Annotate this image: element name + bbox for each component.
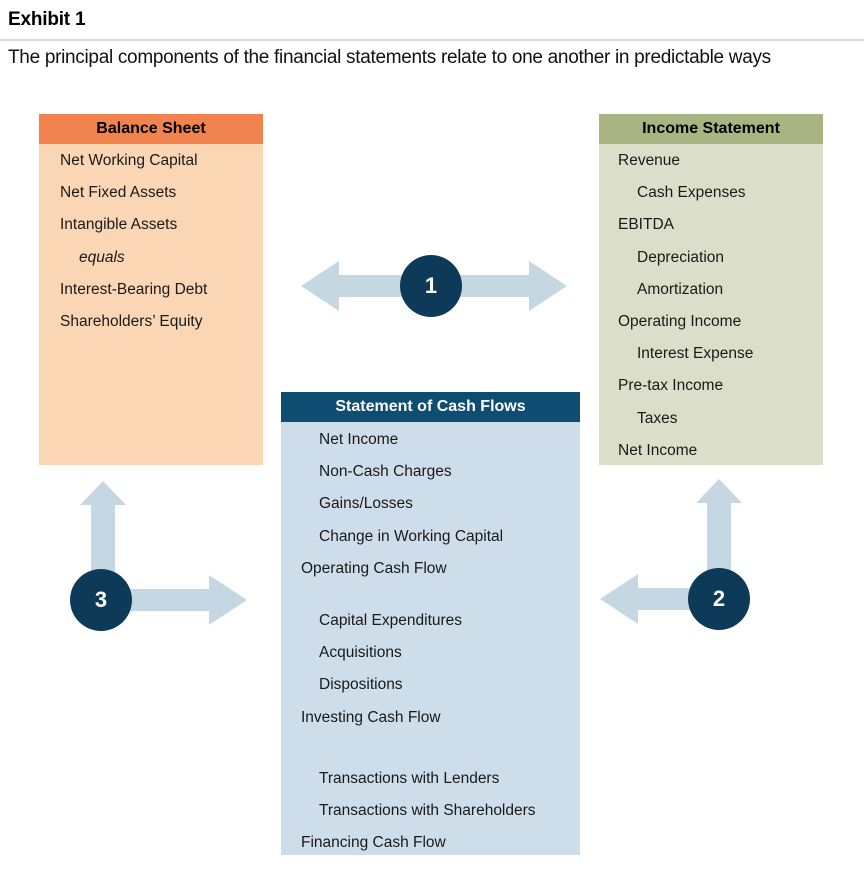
income-statement-title: Income Statement <box>599 114 823 144</box>
connector-2-badge: 2 <box>688 568 750 630</box>
cash-flow-item: Non-Cash Charges <box>319 463 452 481</box>
cash-flow-statement-title: Statement of Cash Flows <box>281 392 580 422</box>
cash-flow-subtotal-investing: Investing Cash Flow <box>301 708 441 726</box>
cash-flow-subtotal-financing: Financing Cash Flow <box>301 834 446 852</box>
connector-1-badge: 1 <box>400 255 462 317</box>
cash-flow-item: Acquisitions <box>319 644 402 662</box>
cash-flow-item: Net Income <box>319 431 399 448</box>
income-statement-item: Taxes <box>637 409 678 427</box>
balance-sheet-title: Balance Sheet <box>39 114 263 144</box>
income-statement-item: Operating Income <box>618 312 742 330</box>
balance-sheet-item: Net Working Capital <box>60 152 198 169</box>
balance-sheet-item: Intangible Assets <box>60 216 178 234</box>
balance-sheet-body: Net Working Capital Net Fixed Assets Int… <box>39 144 263 338</box>
balance-sheet-item: Net Fixed Assets <box>60 184 177 202</box>
cash-flow-statement-box: Statement of Cash Flows Net Income Non-C… <box>281 392 580 855</box>
cash-flow-item: Capital Expenditures <box>319 611 463 629</box>
cash-flow-subtotal-operating: Operating Cash Flow <box>301 559 447 577</box>
income-statement-body: Revenue Cash Expenses EBITDA Depreciatio… <box>599 144 823 467</box>
cash-flow-item: Dispositions <box>319 676 403 694</box>
header-divider <box>0 39 864 41</box>
balance-sheet-item: Shareholders’ Equity <box>60 312 203 330</box>
cash-flow-item: Transactions with Lenders <box>319 769 500 787</box>
connector-2-left-arrow <box>600 574 720 624</box>
connector-3-right-arrow <box>101 575 247 625</box>
cash-flow-item: Change in Working Capital <box>319 527 504 545</box>
balance-sheet-item-equals: equals <box>79 248 125 266</box>
balance-sheet-box: Balance Sheet Net Working Capital Net Fi… <box>39 114 263 465</box>
income-statement-item: Revenue <box>618 152 681 169</box>
income-statement-item: Net Income <box>618 441 698 459</box>
income-statement-item: Cash Expenses <box>637 184 746 202</box>
income-statement-box: Income Statement Revenue Cash Expenses E… <box>599 114 823 465</box>
exhibit-label: Exhibit 1 <box>8 9 86 30</box>
cash-flow-item: Gains/Losses <box>319 495 413 513</box>
connector-3-badge: 3 <box>70 569 132 631</box>
income-statement-item: Depreciation <box>637 248 725 266</box>
income-statement-item: EBITDA <box>618 216 674 234</box>
exhibit-subtitle: The principal components of the financia… <box>8 47 771 68</box>
balance-sheet-item: Interest-Bearing Debt <box>60 280 208 298</box>
income-statement-item: Amortization <box>637 280 724 298</box>
income-statement-item: Pre-tax Income <box>618 377 724 395</box>
cash-flow-item: Transactions with Shareholders <box>319 801 536 819</box>
cash-flow-statement-body: Net Income Non-Cash Charges Gains/Losses… <box>281 422 580 859</box>
income-statement-item: Interest Expense <box>637 345 754 363</box>
